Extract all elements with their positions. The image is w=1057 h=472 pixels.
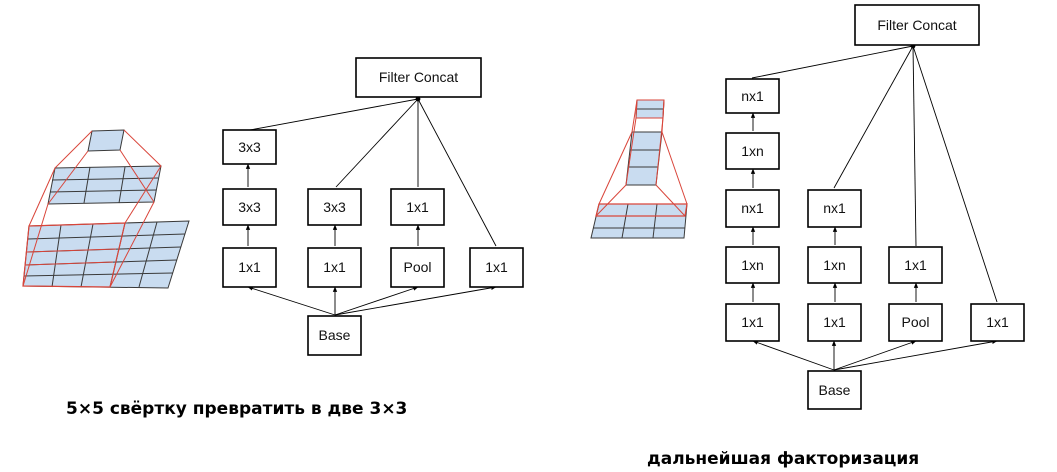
svg-text:nx1: nx1 — [823, 200, 846, 216]
svg-text:1x1: 1x1 — [741, 314, 764, 330]
left-grid-illustration — [22, 129, 190, 289]
svg-text:nx1: nx1 — [741, 200, 764, 216]
right-branch3-pool: Pool — [888, 303, 943, 342]
left-middle-grid — [47, 165, 162, 205]
right-caption: дальнейшая факторизация — [647, 449, 920, 469]
svg-text:1x1: 1x1 — [406, 199, 429, 215]
right-branch2-conv1x1: 1x1 — [807, 303, 862, 342]
svg-text:nx1: nx1 — [741, 88, 764, 104]
svg-text:Pool: Pool — [403, 259, 431, 275]
svg-text:1x1: 1x1 — [986, 314, 1009, 330]
right-branch3-conv1x1: 1x1 — [888, 246, 943, 284]
svg-text:1x1: 1x1 — [323, 259, 346, 275]
right-grid-illustration — [590, 99, 688, 239]
svg-text:Base: Base — [819, 382, 851, 398]
left-branch2-conv1x1: 1x1 — [307, 247, 362, 288]
svg-text:1xn: 1xn — [741, 257, 764, 273]
svg-text:3x3: 3x3 — [238, 139, 261, 155]
svg-text:1x1: 1x1 — [485, 259, 508, 275]
svg-text:Base: Base — [319, 327, 351, 343]
left-branch4-conv1x1: 1x1 — [469, 247, 524, 288]
left-module-edges — [245, 96, 497, 316]
left-branch1-conv3x3-top: 3x3 — [222, 129, 277, 165]
right-module-edges — [750, 43, 998, 371]
svg-text:Pool: Pool — [901, 314, 929, 330]
left-branch2-conv3x3: 3x3 — [307, 188, 362, 226]
svg-text:1x1: 1x1 — [238, 259, 261, 275]
svg-text:1x1: 1x1 — [904, 257, 927, 273]
left-branch1-conv1x1: 1x1 — [222, 247, 277, 288]
right-branch2-1xn: 1xn — [807, 246, 862, 284]
right-branch4-conv1x1: 1x1 — [970, 303, 1025, 342]
right-bottom-grid — [590, 203, 688, 239]
right-filter-concat-box: Filter Concat — [854, 4, 980, 46]
left-filter-concat-box: Filter Concat — [355, 57, 482, 98]
right-base-box: Base — [807, 370, 862, 410]
right-branch1-1xn: 1xn — [725, 246, 780, 284]
left-branch1-conv3x3: 3x3 — [222, 188, 277, 226]
right-inception-module: Filter Concat nx1 1xn nx1 nx1 1xn 1xn 1 — [725, 4, 1025, 410]
svg-text:1xn: 1xn — [823, 257, 846, 273]
svg-text:Filter Concat: Filter Concat — [877, 17, 956, 33]
left-inception-module: Filter Concat 3x3 3x3 3x3 1x1 1x1 1x1 P — [222, 57, 524, 356]
right-branch1-conv1x1: 1x1 — [725, 303, 780, 342]
right-branch1-nx1-top: nx1 — [725, 78, 780, 114]
right-branch2-nx1: nx1 — [807, 189, 862, 228]
left-bottom-grid — [22, 220, 190, 289]
left-top-cell — [87, 129, 125, 152]
svg-text:3x3: 3x3 — [323, 199, 346, 215]
left-base-box: Base — [307, 315, 362, 356]
svg-text:Filter Concat: Filter Concat — [379, 69, 458, 85]
svg-text:1xn: 1xn — [741, 143, 764, 159]
left-caption: 5×5 свёртку превратить в две 3×3 — [66, 399, 408, 419]
right-branch1-nx1: nx1 — [725, 189, 780, 228]
left-branch3-pool: Pool — [390, 247, 445, 288]
right-branch1-1xn-upper: 1xn — [725, 132, 780, 170]
svg-text:1x1: 1x1 — [823, 314, 846, 330]
svg-text:3x3: 3x3 — [238, 199, 261, 215]
left-branch3-conv1x1: 1x1 — [390, 188, 445, 226]
